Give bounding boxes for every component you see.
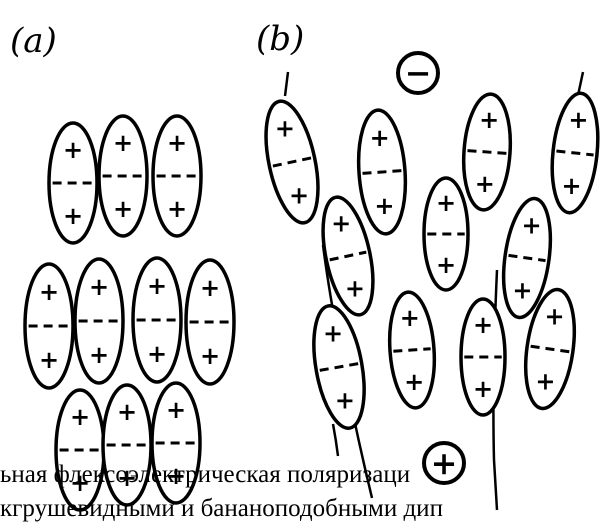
dipole-plus-bottom: + xyxy=(345,273,365,302)
dipole-plus-top: + xyxy=(473,310,493,339)
dipole-plus-bottom: + xyxy=(167,194,187,223)
dipole-a-row2-3: ++ xyxy=(186,260,234,384)
dipole-plus-top: + xyxy=(275,114,295,143)
dipole-plus-bottom: + xyxy=(475,169,495,198)
dipole-a-row2-1: ++ xyxy=(75,259,123,383)
dipole-plus-bottom: + xyxy=(512,276,532,305)
dipole-plus-top: + xyxy=(400,303,420,332)
dipole-plus-top: + xyxy=(323,318,343,347)
dipole-a-row1-0: ++ xyxy=(49,123,97,243)
dipole-plus-bottom: + xyxy=(561,171,581,200)
dipole-b-5: ++ xyxy=(424,178,468,290)
dipole-plus-top: + xyxy=(166,395,186,424)
dipole-plus-top: + xyxy=(70,402,90,431)
positive-charge-sign: + xyxy=(431,444,458,482)
dipole-a-row2-2: ++ xyxy=(133,258,181,382)
dipole-plus-top: + xyxy=(39,277,59,306)
dipole-plus-bottom: + xyxy=(63,201,83,230)
dipole-plus-top: + xyxy=(147,271,167,300)
dipole-plus-top: + xyxy=(113,128,133,157)
panel-a-dipole-array: ++++++++++++++++++++ xyxy=(25,116,234,510)
dipole-plus-top: + xyxy=(522,210,542,239)
dipole-plus-top: + xyxy=(479,105,499,134)
dipole-plus-bottom: + xyxy=(404,367,424,396)
dipole-plus-bottom: + xyxy=(200,341,220,370)
dipole-b-2: ++ xyxy=(460,93,514,212)
dipole-plus-bottom: + xyxy=(89,340,109,369)
dipole-plus-bottom: + xyxy=(535,367,555,396)
dipole-a-row1-2: ++ xyxy=(153,116,201,236)
caption-line-1: ьная флексоэлектрическая поляризаци xyxy=(0,462,410,487)
top-negative-charge: − xyxy=(398,53,438,93)
dipole-plus-top: + xyxy=(545,301,565,330)
panel-b-label: (b) xyxy=(256,19,304,59)
dipole-plus-bottom: + xyxy=(335,386,355,415)
dipole-plus-top: + xyxy=(568,105,588,134)
dipole-plus-bottom: + xyxy=(473,374,493,403)
dipole-b-7: ++ xyxy=(306,302,373,432)
dipole-plus-top: + xyxy=(200,273,220,302)
dipole-b-0: ++ xyxy=(257,97,328,228)
negative-charge-sign: − xyxy=(405,54,432,92)
panel-b-dipole-fan: ++++++++++++++++++++++ xyxy=(257,72,600,510)
dipole-plus-top: + xyxy=(63,135,83,164)
dipole-plus-bottom: + xyxy=(147,339,167,368)
dipole-b-8: ++ xyxy=(386,291,438,410)
dipole-plus-top: + xyxy=(331,209,351,238)
dipole-plus-top: + xyxy=(370,123,390,152)
dipole-plus-bottom: + xyxy=(436,250,456,279)
dipole-a-row2-0: ++ xyxy=(25,264,73,388)
panel-a-label: (a) xyxy=(10,21,57,61)
dipole-plus-top: + xyxy=(89,272,109,301)
dipole-plus-bottom: + xyxy=(289,180,309,209)
dipole-plus-bottom: + xyxy=(39,345,59,374)
dipole-b-3: ++ xyxy=(547,91,600,215)
dipole-plus-bottom: + xyxy=(374,191,394,220)
dipole-b-1: ++ xyxy=(355,109,410,236)
bottom-positive-charge: + xyxy=(424,443,464,483)
dipole-plus-top: + xyxy=(117,397,137,426)
dipole-b-9: ++ xyxy=(461,299,505,415)
dipole-a-row3-0: ++ xyxy=(56,390,104,510)
field-line-4 xyxy=(333,424,338,456)
dipole-plus-top: + xyxy=(167,128,187,157)
dipole-plus-top: + xyxy=(436,188,456,217)
dipole-a-row1-1: ++ xyxy=(99,116,147,236)
caption-line-2: кгрушевидными и бананоподобными дип xyxy=(0,496,443,521)
dipole-plus-bottom: + xyxy=(113,194,133,223)
field-line-0 xyxy=(285,72,288,96)
